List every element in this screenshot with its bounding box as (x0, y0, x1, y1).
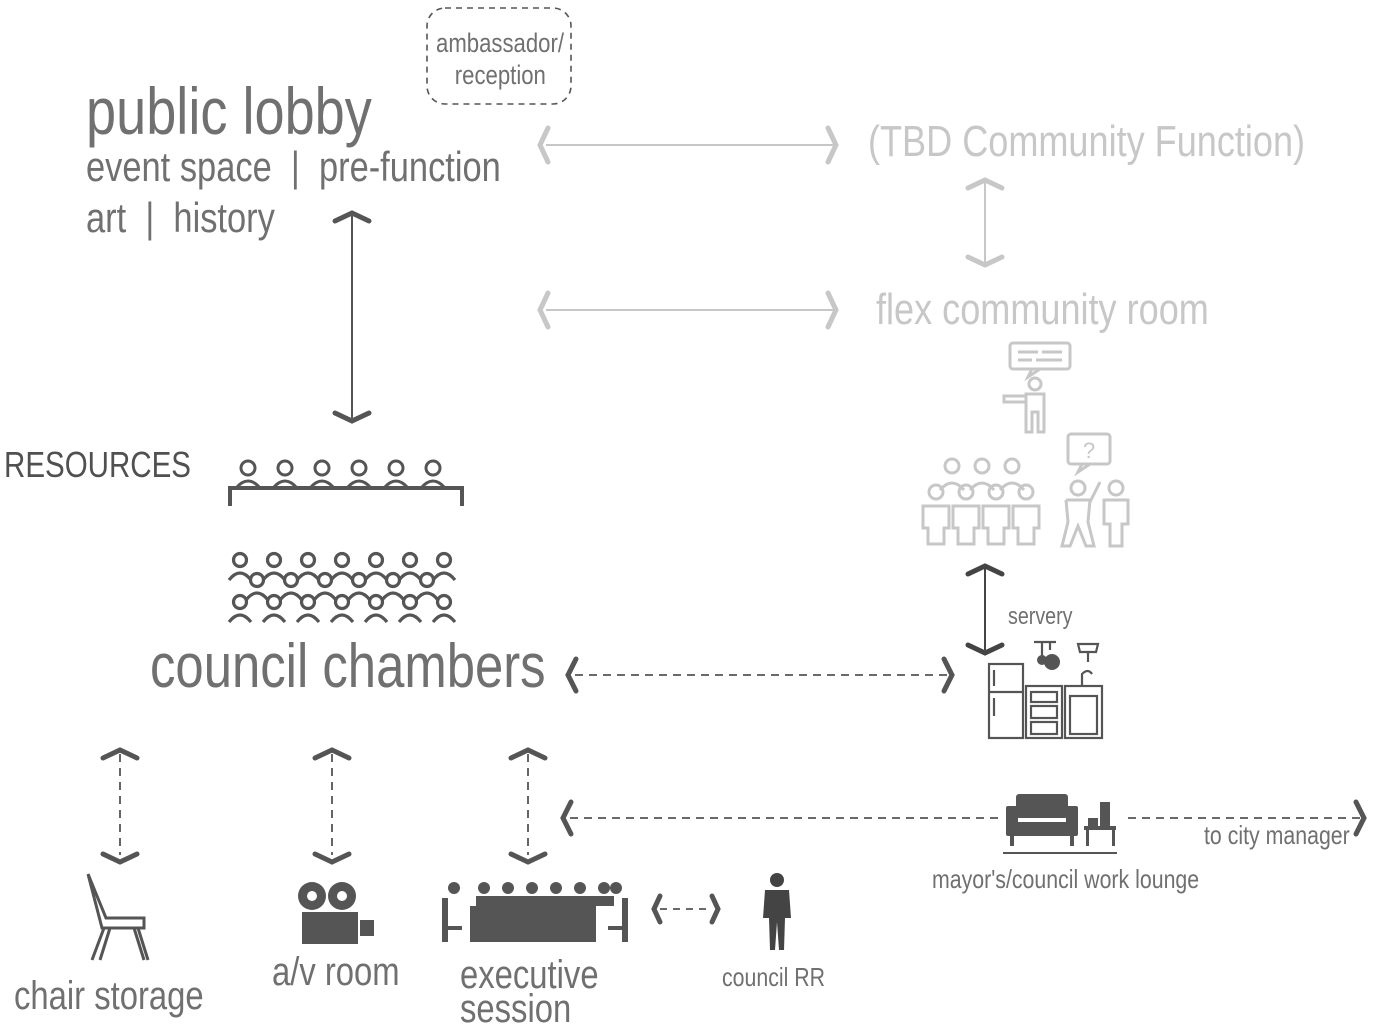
public-lobby-subtitle-2: art | history (86, 194, 275, 241)
svg-text:?: ? (1083, 438, 1095, 463)
room-servery-connector (965, 563, 1005, 656)
film-camera-icon (298, 882, 374, 944)
lobby-tbd-connector (537, 125, 839, 165)
chambers-exec-connector (508, 747, 548, 865)
chambers-av-connector (312, 747, 352, 865)
tbd-flex-connector (965, 177, 1005, 268)
chair-storage-label: chair storage (14, 974, 204, 1018)
work-lounge-label: mayor's/council work lounge (932, 864, 1200, 894)
tbd-function-label: (TBD Community Function) (868, 117, 1306, 166)
chair-icon (86, 873, 150, 961)
kitchen-icon (987, 640, 1104, 740)
presenter-icon (1002, 341, 1072, 434)
council-chambers-label: council chambers (150, 632, 546, 701)
ambassador-label: ambassador/ reception (436, 28, 564, 90)
audience-icon (227, 551, 457, 624)
sofa-icon (1006, 794, 1116, 846)
exec-rr-connector (651, 893, 721, 925)
public-lobby-title: public lobby (86, 74, 372, 148)
lobby-chambers-connector (332, 210, 372, 424)
av-room-label: a/v room (272, 950, 400, 994)
lobby-flex-connector (537, 290, 839, 330)
flex-room-label: flex community room (876, 285, 1209, 334)
chambers-servery-connector (565, 656, 955, 694)
servery-label: servery (1008, 603, 1073, 630)
public-lobby-subtitle-1: event space | pre-function (86, 143, 501, 190)
dais-icon (228, 459, 464, 506)
chambers-chair-connector (100, 747, 140, 865)
executive-session-label: executive session (460, 953, 599, 1027)
ambassador-box (426, 7, 572, 105)
conference-table-icon (442, 882, 628, 942)
group-audience-icon: ? (921, 432, 1130, 548)
council-rr-label: council RR (722, 962, 826, 992)
exec-lounge-connector (560, 799, 1367, 837)
resources-label: RESOURCES (4, 444, 191, 485)
person-icon (763, 873, 791, 950)
city-manager-label: to city manager (1204, 820, 1350, 850)
